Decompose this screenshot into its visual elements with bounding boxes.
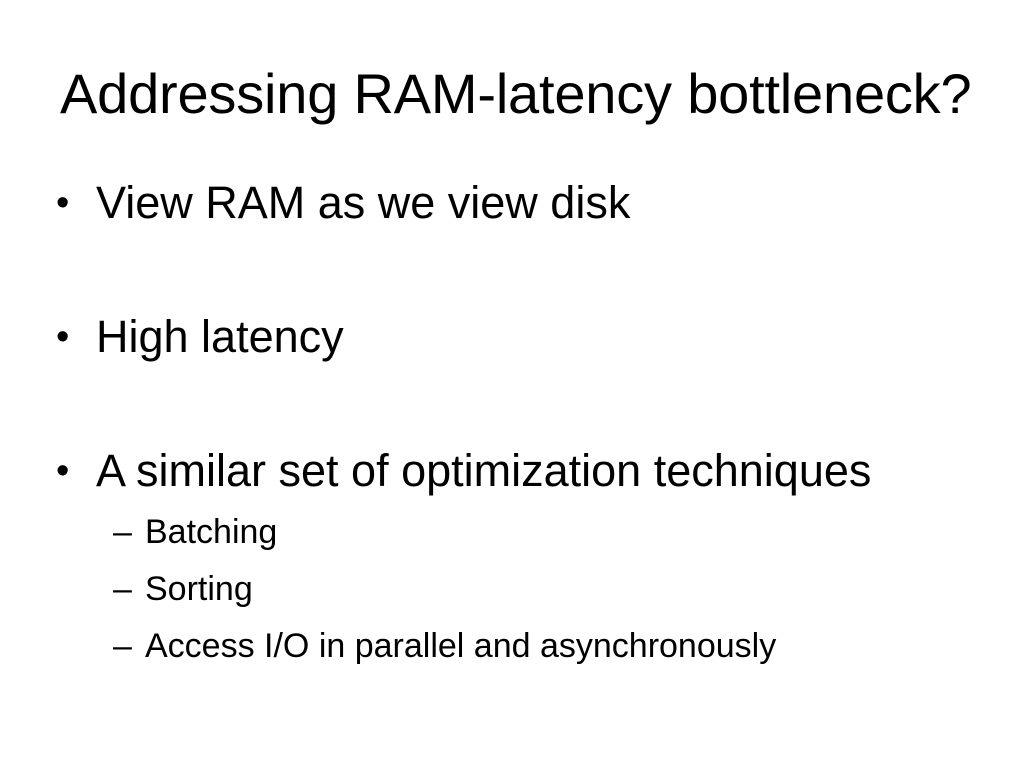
page-title: Addressing RAM-latency bottleneck? xyxy=(60,62,972,125)
bullet-dash-icon: – xyxy=(113,513,132,551)
list-item-label: A similar set of optimization techniques xyxy=(96,445,872,496)
list-item: • High latency xyxy=(56,310,976,364)
bullet-dot-icon: • xyxy=(56,450,70,492)
sub-list-item-label: Sorting xyxy=(145,570,253,608)
bullet-dot-icon: • xyxy=(56,316,70,358)
sub-list-item-label: Batching xyxy=(145,513,278,551)
list-item-label: High latency xyxy=(96,311,344,362)
bullet-dot-icon: • xyxy=(56,182,70,224)
sub-list-item: – Batching xyxy=(113,512,976,552)
list-item: • A similar set of optimization techniqu… xyxy=(56,444,976,498)
sub-list-item-label: Access I/O in parallel and asynchronousl… xyxy=(145,627,777,665)
bullet-dash-icon: – xyxy=(113,627,132,665)
list-item: • View RAM as we view disk xyxy=(56,176,976,230)
list-item-label: View RAM as we view disk xyxy=(96,177,631,228)
sub-list-item: – Sorting xyxy=(113,569,976,609)
slide-body-content: • View RAM as we view disk • High latenc… xyxy=(56,176,976,666)
sub-list-item: – Access I/O in parallel and asynchronou… xyxy=(113,626,976,666)
sub-list: – Batching – Sorting – Access I/O in par… xyxy=(56,512,976,666)
bullet-dash-icon: – xyxy=(113,570,132,608)
